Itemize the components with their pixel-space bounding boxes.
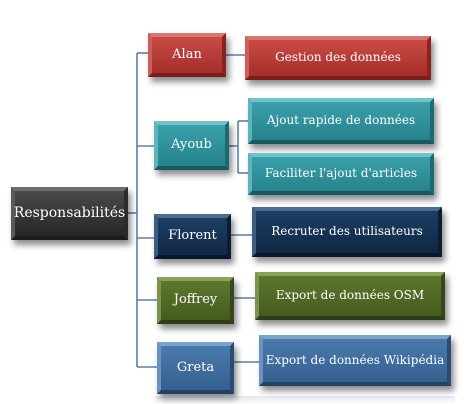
person-name: Alan	[172, 46, 202, 62]
task-node: Export de données OSM	[255, 272, 445, 320]
task-label: Gestion des données	[275, 50, 401, 65]
person-name: Joffrey	[173, 292, 218, 308]
task-label: Export de données OSM	[275, 288, 425, 303]
person-node-alan: Alan	[148, 33, 226, 77]
person-name: Florent	[168, 228, 217, 244]
task-node: Recruter des utilisateurs	[252, 207, 442, 257]
person-node-florent: Florent	[154, 214, 231, 259]
root-node: Responsabilités	[11, 187, 128, 240]
root-label: Responsabilités	[13, 205, 126, 222]
task-node: Faciliter l'ajout d'articles	[248, 153, 434, 195]
task-label: Ajout rapide de données	[266, 113, 416, 128]
task-node: Export de données Wikipédia	[259, 335, 451, 386]
task-label: Recruter des utilisateurs	[271, 224, 423, 239]
task-node: Gestion des données	[245, 36, 431, 80]
task-node: Ajout rapide de données	[248, 98, 434, 144]
floor-reflection	[155, 396, 455, 404]
task-label: Faciliter l'ajout d'articles	[264, 166, 418, 181]
person-name: Ayoub	[171, 137, 212, 153]
task-label: Export de données Wikipédia	[265, 352, 445, 367]
person-node-ayoub: Ayoub	[154, 121, 229, 170]
person-name: Greta	[176, 359, 215, 375]
person-node-joffrey: Joffrey	[157, 277, 234, 324]
person-node-greta: Greta	[157, 342, 234, 394]
